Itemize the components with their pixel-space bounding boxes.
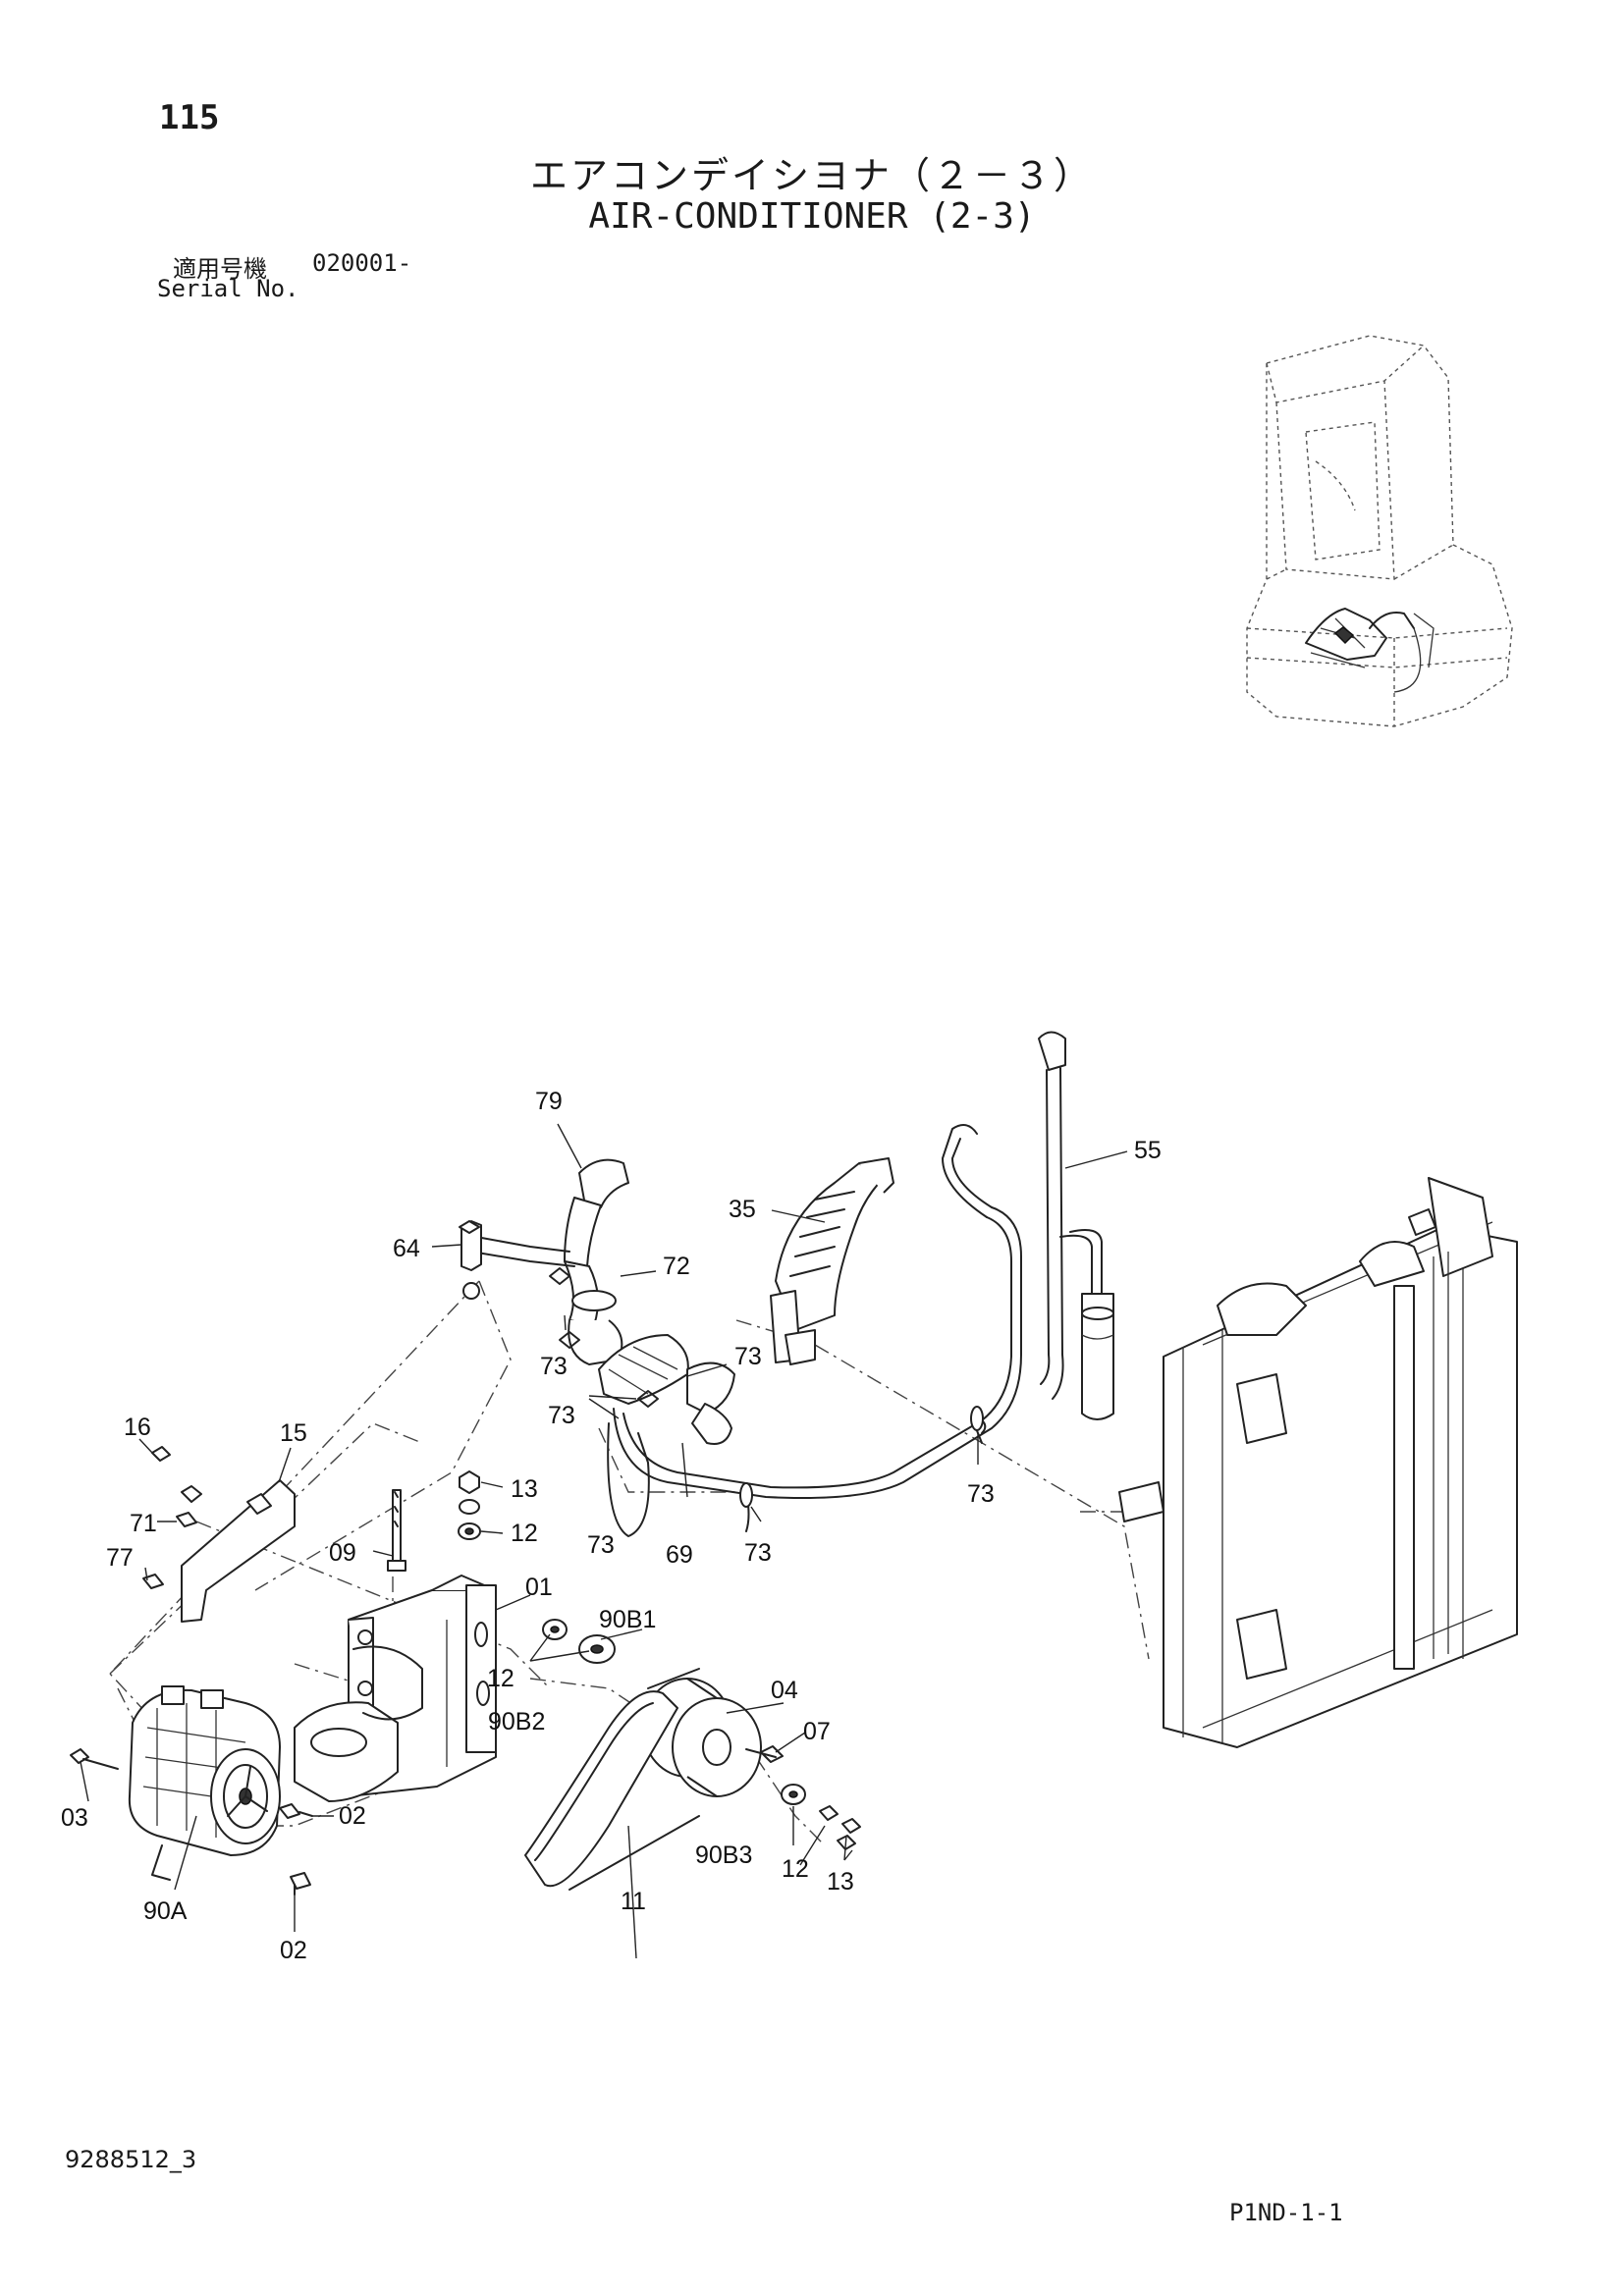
page-code: P1ND-1-1 — [1229, 2199, 1343, 2226]
callout-79: 79 — [535, 1088, 563, 1115]
title-japanese: エアコンデイシヨナ（２－３） — [529, 154, 1094, 197]
callout-13-upper: 13 — [511, 1475, 538, 1503]
callout-90B2: 90B2 — [488, 1708, 545, 1735]
callout-90B3: 90B3 — [695, 1842, 752, 1869]
machine-locator-illustration — [1246, 335, 1513, 727]
callout-73-b: 73 — [734, 1343, 762, 1370]
bracket-35 — [770, 1157, 894, 1365]
serial-range: 020001- — [312, 249, 412, 277]
callout-90A: 90A — [143, 1897, 188, 1925]
callout-02-upper: 02 — [339, 1802, 366, 1830]
callout-72: 72 — [663, 1253, 690, 1280]
bracket-01 — [294, 1575, 497, 1802]
callout-69: 69 — [666, 1541, 693, 1569]
callout-09: 09 — [329, 1539, 356, 1567]
callout-04: 04 — [771, 1677, 798, 1704]
callout-64: 64 — [393, 1235, 420, 1262]
nut-washer-upper — [458, 1470, 481, 1540]
callout-13-lower: 13 — [827, 1868, 854, 1896]
page-number: 115 — [159, 98, 220, 137]
callout-12-lower: 12 — [782, 1855, 809, 1883]
title-english: AIR-CONDITIONER (2-3) — [588, 196, 1036, 237]
callout-73-f: 73 — [744, 1539, 772, 1567]
callout-73-d: 73 — [967, 1480, 995, 1508]
callout-73-e: 73 — [587, 1531, 615, 1559]
callout-15: 15 — [280, 1419, 307, 1447]
callout-77: 77 — [106, 1544, 134, 1572]
callout-07: 07 — [803, 1718, 831, 1745]
pulley-assembly — [524, 1619, 861, 1891]
radiator-condenser — [1118, 1177, 1518, 1748]
harness-69 — [607, 1124, 1022, 1537]
document-number: 9288512_3 — [65, 2146, 197, 2173]
leader-lines — [80, 1123, 1128, 1959]
compressor-90A — [70, 1685, 313, 1896]
bolt-09 — [387, 1489, 406, 1572]
hose-assembly — [459, 1158, 735, 1445]
callout-01: 01 — [525, 1574, 553, 1601]
callout-73-a: 73 — [540, 1353, 568, 1380]
pipe-55-receiver — [1038, 1031, 1114, 1420]
callout-73-c: 73 — [548, 1402, 575, 1429]
callout-02-lower: 02 — [280, 1937, 307, 1964]
callout-labels: 79 55 35 64 72 73 73 73 73 73 73 69 16 1… — [61, 1088, 1162, 1964]
callout-35: 35 — [729, 1196, 756, 1223]
callout-71: 71 — [130, 1510, 157, 1537]
serial-label-english: Serial No. — [157, 275, 299, 302]
callout-11: 11 — [621, 1888, 646, 1915]
callout-90B1: 90B1 — [599, 1606, 656, 1633]
callout-12-middle: 12 — [487, 1665, 514, 1692]
callout-12-upper: 12 — [511, 1520, 538, 1547]
callout-16: 16 — [124, 1414, 151, 1441]
cover-15 — [142, 1446, 296, 1623]
callout-55: 55 — [1134, 1137, 1162, 1164]
serial-label-japanese: 適用号機 — [173, 255, 267, 283]
callout-03: 03 — [61, 1804, 88, 1832]
